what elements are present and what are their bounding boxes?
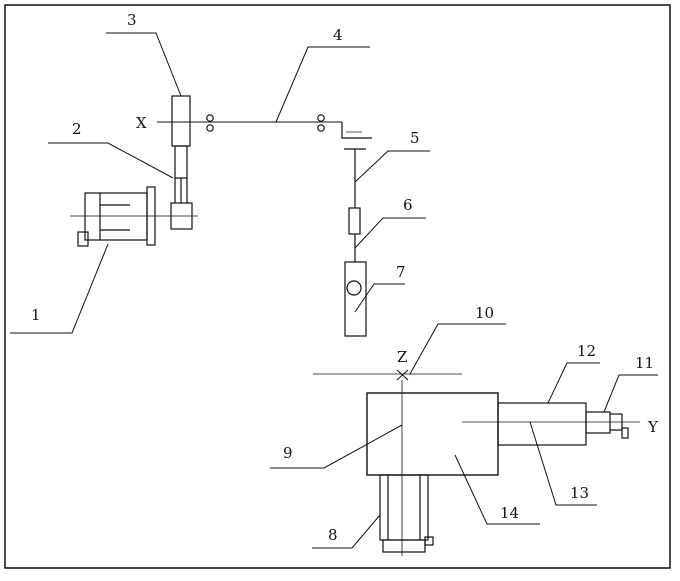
part-label-4: 4 <box>333 26 343 44</box>
z-axis-label: Z <box>397 348 407 366</box>
y-axis-label: Y <box>647 418 659 436</box>
x-axis-label: X <box>136 114 147 132</box>
drawing-frame <box>4 4 671 569</box>
column-part-2-3 <box>170 95 193 230</box>
part-label-13: 13 <box>570 484 589 502</box>
leader-lines <box>10 32 658 549</box>
motor-part-1 <box>70 186 198 247</box>
part-label-2: 2 <box>72 120 82 138</box>
part-label-8: 8 <box>328 526 338 544</box>
lower-assembly <box>313 369 640 556</box>
hanging-assembly-5-6-7 <box>344 149 367 337</box>
part-label-5: 5 <box>410 129 420 147</box>
x-axis-rail <box>157 114 372 150</box>
part-label-3: 3 <box>127 11 137 29</box>
part-label-10: 10 <box>475 304 494 322</box>
part-label-11: 11 <box>635 354 654 372</box>
part-label-9: 9 <box>283 444 293 462</box>
part-label-12: 12 <box>577 342 596 360</box>
part-label-1: 1 <box>31 306 41 324</box>
part-label-14: 14 <box>500 504 519 522</box>
part-label-7: 7 <box>396 263 406 281</box>
part-label-6: 6 <box>403 196 413 214</box>
